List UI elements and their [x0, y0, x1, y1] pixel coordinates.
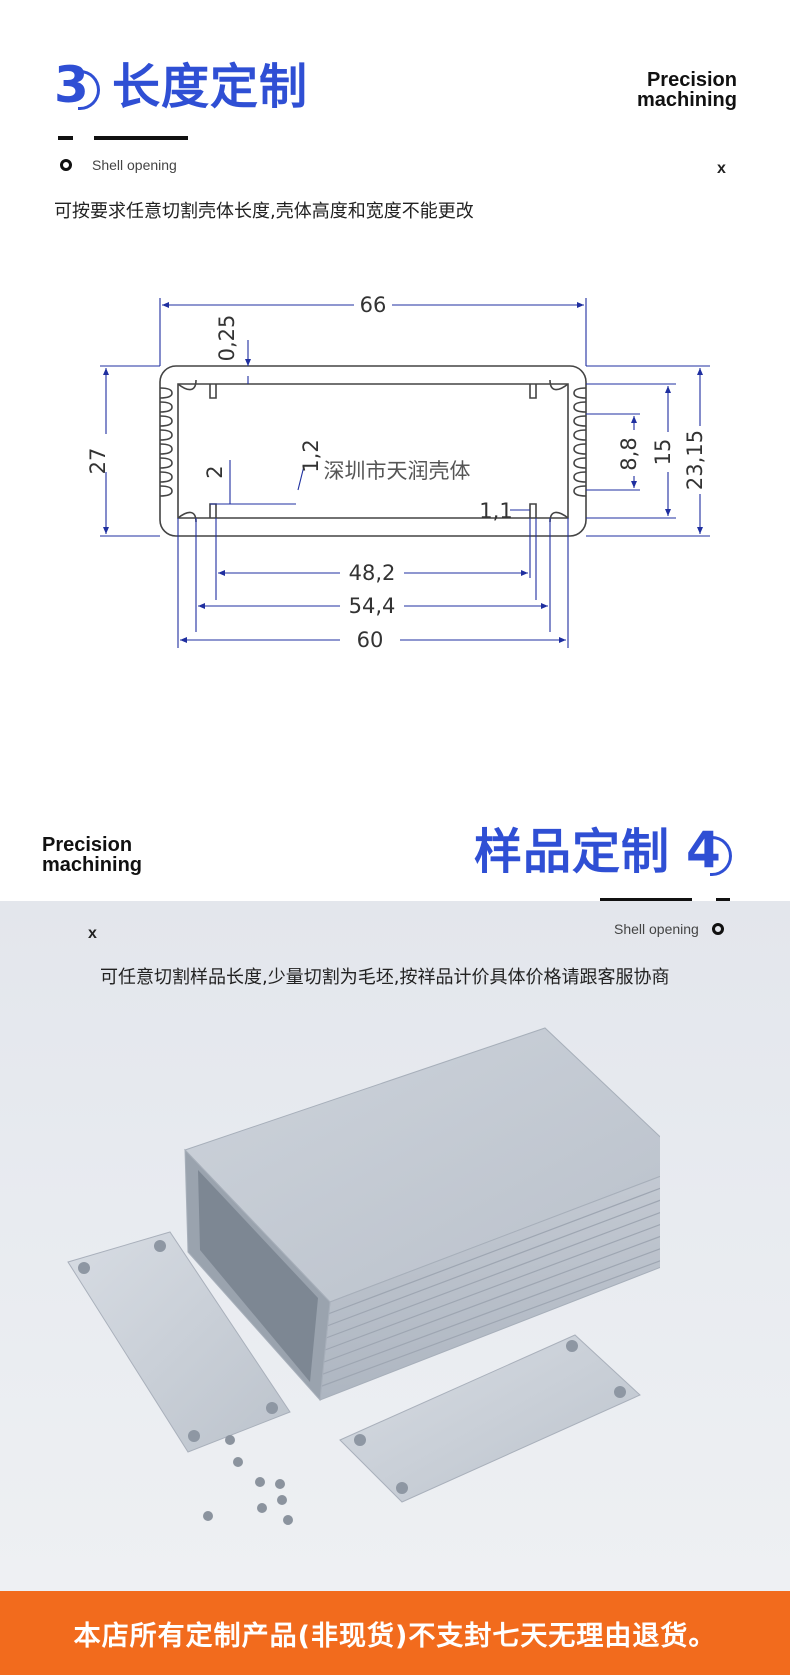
- accent-dash: [58, 136, 73, 140]
- aluminum-enclosure-photo: [67, 1027, 660, 1525]
- shell-opening-label: Shell opening: [92, 157, 177, 173]
- dim-top-width: 66: [360, 293, 387, 317]
- number-bracket-icon: [710, 836, 732, 876]
- dim-outer-side: 23,15: [683, 430, 707, 490]
- dim-inner-width: 48,2: [349, 561, 396, 585]
- close-icon[interactable]: x: [717, 160, 726, 177]
- dimension-lines: [100, 298, 710, 648]
- footer-notice-text: 本店所有定制产品(非现货)不支封七天无理由退货。: [73, 1620, 717, 1652]
- circle-bullet-icon: [712, 923, 724, 935]
- precision-line-1: Precision: [646, 69, 737, 91]
- dim-fin: 2: [203, 465, 227, 478]
- precision-machining-label: Precision machining: [637, 70, 737, 110]
- shell-opening-label: Shell opening: [614, 921, 699, 937]
- accent-underline: [94, 136, 188, 140]
- dim-height: 27: [86, 448, 110, 475]
- dim-mid-side: 15: [651, 439, 675, 466]
- close-icon[interactable]: x: [88, 925, 97, 942]
- accent-dash: [716, 898, 730, 902]
- precision-line-1: Precision: [42, 834, 133, 856]
- accent-underline: [600, 898, 692, 902]
- precision-line-2: machining: [636, 89, 737, 111]
- precision-machining-label-2: Precision machining: [42, 835, 142, 875]
- number-bracket-icon: [78, 70, 100, 110]
- footer-notice-banner: 本店所有定制产品(非现货)不支封七天无理由退货。: [0, 1591, 790, 1675]
- dim-mid-width: 54,4: [349, 594, 396, 618]
- section-title-length: 长度定制: [112, 59, 309, 115]
- section3-description: 可按要求任意切割壳体长度,壳体高度和宽度不能更改: [54, 201, 474, 222]
- section-title-sample: 样品定制: [474, 824, 671, 880]
- dim-lip: 1,1: [479, 499, 512, 523]
- circle-bullet-icon: [60, 159, 72, 171]
- dim-inner-side: 8,8: [617, 437, 641, 470]
- drawing-watermark: 深圳市天润壳体: [324, 459, 471, 483]
- dim-slot: 1,2: [299, 439, 323, 472]
- dim-wall: 0,25: [215, 315, 239, 362]
- precision-line-2: machining: [42, 854, 143, 876]
- dim-bottom-width: 60: [357, 628, 384, 652]
- section4-description: 可任意切割样品长度,少量切割为毛坯,按祥品计价具体价格请跟客服协商: [100, 967, 670, 988]
- enclosure-cross-section-drawing: 66 0,25 27 2 1,2 深圳市天润壳体 8,8 15 23,15 1,…: [86, 293, 710, 652]
